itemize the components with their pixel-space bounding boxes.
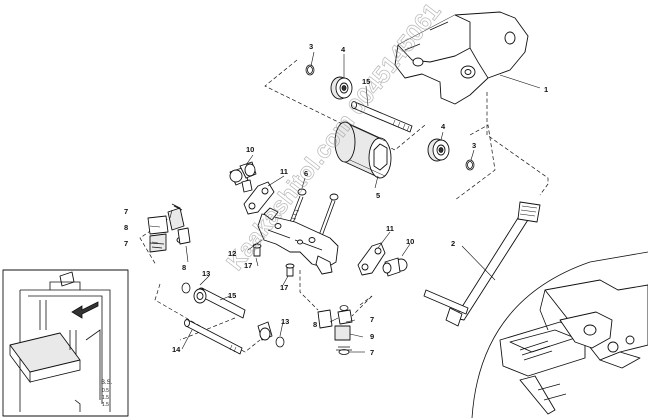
callout-3-lower: 3 [472, 141, 476, 150]
leader-lines [149, 51, 541, 353]
part-screw-lower [317, 193, 339, 240]
callout-3-upper: 3 [309, 42, 313, 51]
callout-15-lower: 15 [228, 291, 236, 300]
callout-4-lower: 4 [441, 122, 446, 131]
part-roller [334, 121, 392, 179]
callout-13-right: 13 [281, 317, 289, 326]
part-bracket [394, 11, 529, 105]
callout-2: 2 [451, 239, 455, 248]
callout-8-mid: 8 [182, 263, 186, 272]
part-lower-shaft [184, 319, 243, 355]
part-circlip-upper [305, 64, 315, 76]
part-long-rod [423, 201, 541, 327]
callout-15-upper: 15 [362, 77, 370, 86]
part-clamp-group-right [317, 305, 353, 355]
callout-17-left: 17 [244, 261, 252, 270]
part-shoulder-bolt-lower [382, 257, 408, 277]
part-carrier-plate [257, 207, 339, 275]
part-circlip-lower [465, 159, 475, 171]
callout-14: 14 [172, 345, 181, 354]
callout-6: 6 [304, 169, 308, 178]
inset-label-line3: 1.5 [102, 395, 109, 401]
callout-9-right: 9 [370, 332, 374, 341]
inset-label-line2: 0.5 [102, 388, 109, 394]
inset-label-line1: B.S. [101, 380, 113, 386]
part-upper-shaft [351, 101, 413, 133]
callout-10-lower: 10 [406, 237, 414, 246]
part-shoulder-bolt-upper [229, 161, 257, 193]
callout-7-right-upper: 7 [370, 315, 374, 324]
part-small-screw-right [285, 263, 295, 277]
callout-1: 1 [544, 85, 548, 94]
inset-arrow-icon [71, 301, 99, 319]
part-clamp-group-left [147, 203, 191, 253]
part-link-upper [243, 181, 275, 215]
callout-7-left-lower: 7 [124, 239, 128, 248]
callout-11-lower: 11 [386, 224, 394, 233]
part-screw-upper [289, 188, 307, 224]
callout-7-left-upper: 7 [124, 207, 128, 216]
callout-7-right-lower: 7 [370, 348, 374, 357]
callout-4-upper: 4 [341, 45, 346, 54]
inset-label-line4: 1.5 [102, 402, 109, 408]
callout-13-left: 13 [202, 269, 210, 278]
callout-numbers: 1 2 3 3 4 4 5 6 7 7 7 7 8 8 8 9 9 10 10 … [124, 42, 548, 357]
part-link-lower [357, 242, 386, 276]
callout-8-right: 8 [313, 320, 317, 329]
assembly-detail-view [471, 251, 648, 419]
part-bearing-left [330, 76, 353, 100]
part-bushing-right [257, 321, 285, 348]
part-lower-bushing [181, 282, 207, 304]
callout-12: 12 [228, 249, 236, 258]
callout-11-upper: 11 [280, 167, 288, 176]
part-bearing-right [427, 138, 450, 162]
watermark-text: Kaakashitol.com 0045145061 [221, 0, 446, 276]
inset-overview: B.S. 0.5 1.5 1.5 [2, 269, 129, 417]
callout-8-left: 8 [124, 223, 128, 232]
callout-5: 5 [376, 191, 380, 200]
callout-17-right: 17 [280, 283, 288, 292]
callout-10-upper: 10 [246, 145, 254, 154]
